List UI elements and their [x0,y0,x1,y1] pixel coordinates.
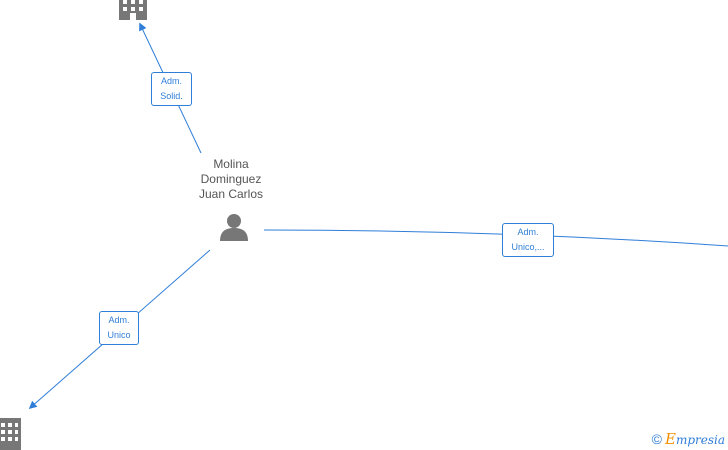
building-icon[interactable] [119,0,147,20]
copyright-icon: © [651,431,662,447]
brand-logo-initial: E [664,430,676,448]
edge-label-unico-left[interactable]: Adm. Unico [99,311,139,345]
brand-logo-text: mpresia [675,433,725,447]
person-icon[interactable] [220,214,248,241]
building-icon[interactable] [0,418,21,450]
edge-label-line2: Unico [107,330,131,340]
edge-label-solid[interactable]: Adm. Solid. [151,72,192,106]
person-name-line3: Juan Carlos [198,187,264,201]
person-name[interactable]: Molina Dominguez Juan Carlos [176,157,286,202]
edge-line-unico-right [263,229,728,247]
person-name-line2: Dominguez [200,172,262,186]
edge-label-line1: Adm. [160,76,182,86]
edge-label-line2: Unico,... [511,242,545,252]
edge-label-line2: Solid. [160,91,183,101]
footer-brand[interactable]: ©Empresia [652,430,725,448]
edge-label-line1: Adm. [108,315,130,325]
edge-label-unico-right[interactable]: Adm. Unico,... [502,223,554,257]
person-name-line1: Molina [213,157,249,171]
edge-label-line1: Adm. [517,227,539,237]
